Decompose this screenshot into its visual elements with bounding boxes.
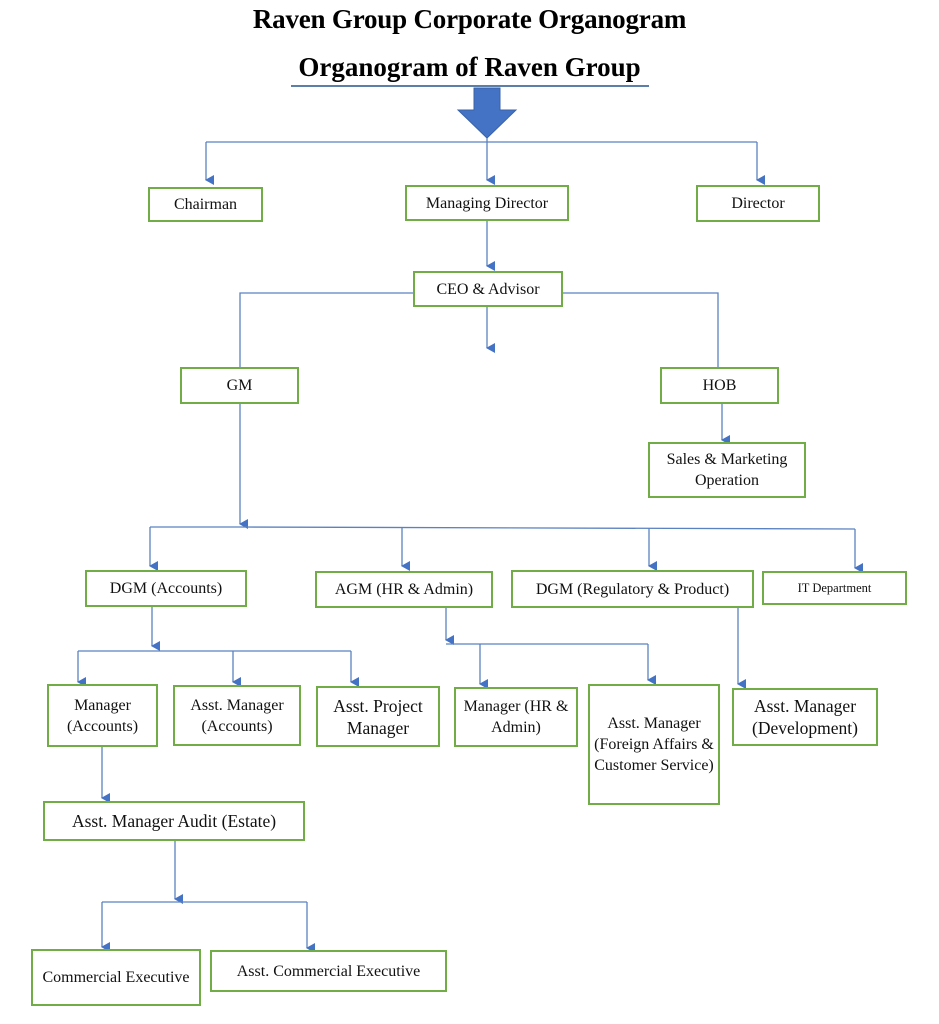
big-down-arrow-icon xyxy=(456,87,518,139)
node-managing-director: Managing Director xyxy=(405,185,569,221)
node-label: Director xyxy=(731,195,785,212)
node-ceo-advisor: CEO & Advisor xyxy=(413,271,563,307)
node-commercial-executive: Commercial Executive xyxy=(31,949,201,1006)
node-label: Chairman xyxy=(173,196,238,213)
node-label: Asst. Commercial Executive xyxy=(236,962,421,980)
node-label: DGM (Regulatory & Product) xyxy=(535,580,730,598)
node-label: HOB xyxy=(702,377,737,394)
node-asst-manager-accounts: Asst. Manager (Accounts) xyxy=(173,685,301,746)
node-label: Asst. Manager (Accounts) xyxy=(190,696,284,735)
node-label: Manager (Accounts) xyxy=(66,696,139,735)
subtitle-underline xyxy=(291,85,649,87)
node-dgm-accounts: DGM (Accounts) xyxy=(85,570,247,607)
node-label: Asst. Manager (Development) xyxy=(752,696,858,738)
node-label: Manager (HR & Admin) xyxy=(463,698,569,736)
node-hob: HOB xyxy=(660,367,779,404)
node-it-department: IT Department xyxy=(762,571,907,605)
node-label: Commercial Executive xyxy=(42,969,190,986)
node-asst-manager-foreign-affairs: Asst. Manager (Foreign Affairs & Custome… xyxy=(588,684,720,805)
node-label: IT Department xyxy=(797,580,872,595)
node-asst-commercial-executive: Asst. Commercial Executive xyxy=(210,950,447,992)
node-gm: GM xyxy=(180,367,299,404)
node-chairman: Chairman xyxy=(148,187,263,222)
node-label: GM xyxy=(226,377,253,394)
node-manager-accounts: Manager (Accounts) xyxy=(47,684,158,747)
node-label: Asst. Manager Audit (Estate) xyxy=(71,811,277,831)
node-manager-hr-admin: Manager (HR & Admin) xyxy=(454,687,578,747)
node-label: CEO & Advisor xyxy=(436,280,540,298)
node-label: Managing Director xyxy=(425,194,549,212)
node-agm-hr-admin: AGM (HR & Admin) xyxy=(315,571,493,608)
node-label: Asst. Manager (Foreign Affairs & Custome… xyxy=(594,715,714,774)
node-label: Sales & Marketing Operation xyxy=(666,451,788,489)
node-label: DGM (Accounts) xyxy=(109,580,223,597)
connector-ceo-to-gm xyxy=(239,292,415,368)
node-asst-manager-development: Asst. Manager (Development) xyxy=(732,688,878,746)
connector-ceo-to-hob xyxy=(560,292,719,368)
chart-subtitle: Organogram of Raven Group xyxy=(298,52,641,82)
node-asst-manager-audit-estate: Asst. Manager Audit (Estate) xyxy=(43,801,305,841)
node-dgm-regulatory-product: DGM (Regulatory & Product) xyxy=(511,570,754,608)
chart-title: Raven Group Corporate Organogram xyxy=(252,4,687,34)
node-label: AGM (HR & Admin) xyxy=(334,581,474,598)
node-label: Asst. Project Manager xyxy=(333,695,423,738)
node-sales-marketing: Sales & Marketing Operation xyxy=(648,442,806,498)
node-director: Director xyxy=(696,185,820,222)
connector-gm-bus xyxy=(150,526,856,530)
node-asst-project-manager: Asst. Project Manager xyxy=(316,686,440,747)
